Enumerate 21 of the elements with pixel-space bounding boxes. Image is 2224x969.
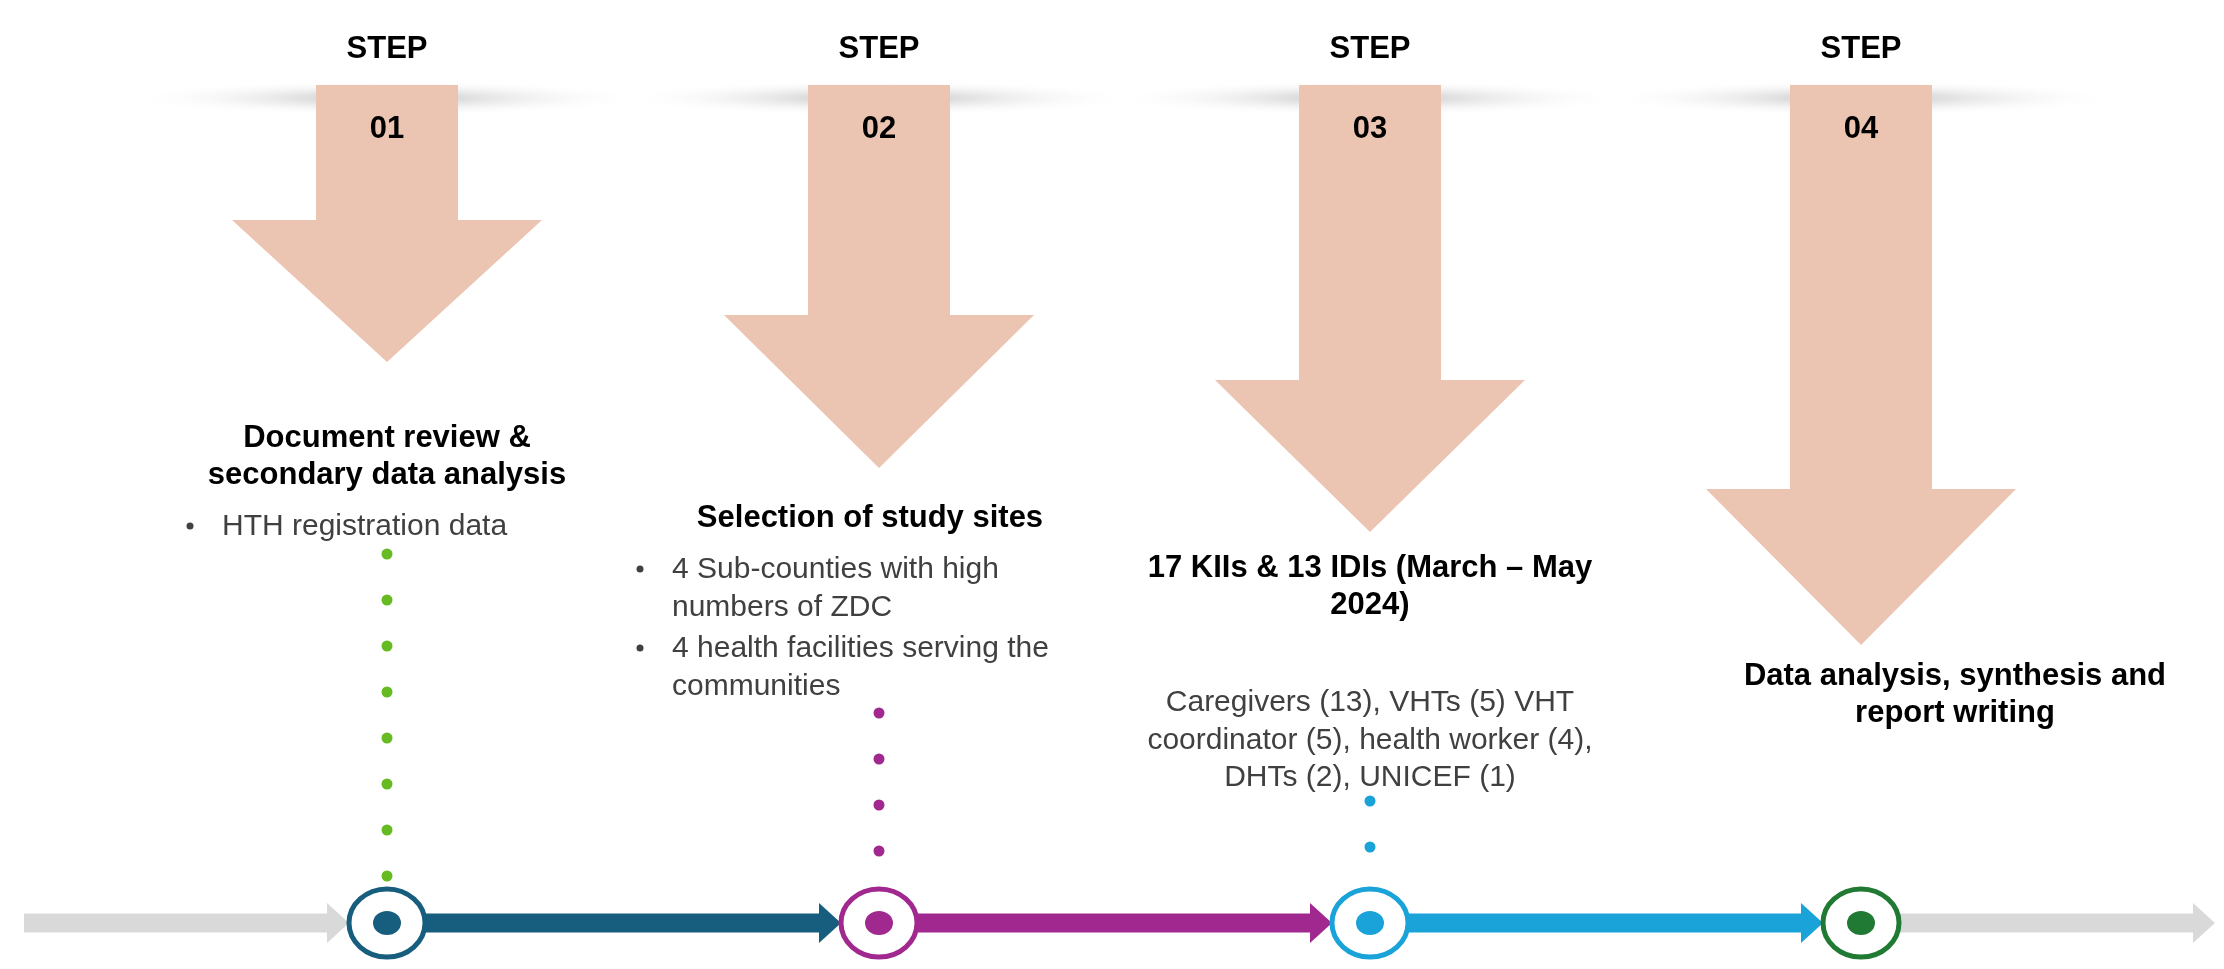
timeline-arrow	[425, 903, 841, 943]
step-label: STEP	[1819, 30, 1903, 66]
timeline-arrow	[1408, 903, 1823, 943]
body-text: Caregivers (13), VHTs (5) VHT coordinator (5), health worker (4), DHTs (2), UNICEF (1)	[1146, 683, 1594, 795]
step-label: STEP	[345, 30, 429, 66]
step-label: STEP	[837, 30, 921, 66]
step-number: 02	[860, 110, 898, 146]
bullet-text: 4 Sub-counties with high numbers of ZDC	[672, 550, 1000, 624]
step-number: 04	[1842, 110, 1880, 146]
bullet-text: HTH registration data	[222, 507, 509, 544]
timeline-arrow	[1899, 903, 2215, 943]
timeline-arrow	[917, 903, 1332, 943]
step-title: Data analysis, synthesis and report writing	[1742, 656, 2168, 731]
step-title: 17 KIIs & 13 IDIs (March – May 2024)	[1146, 548, 1594, 623]
bullet-text: 4 health facilities serving the communities	[672, 629, 1050, 703]
step-number: 01	[368, 110, 406, 146]
step-title: Document review & secondary data analysis	[206, 418, 568, 493]
step-label: STEP	[1328, 30, 1412, 66]
step-number: 03	[1351, 110, 1389, 146]
timeline-arrow	[24, 903, 349, 943]
step-title: Selection of study sites	[695, 498, 1045, 536]
